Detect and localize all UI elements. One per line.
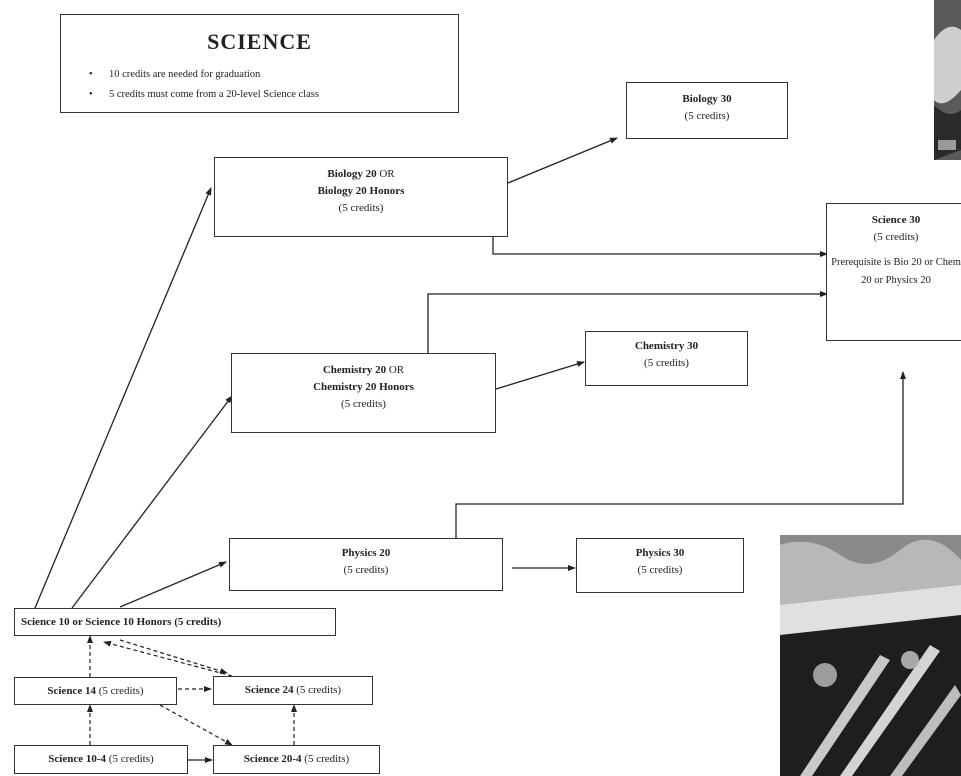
course-box-chemistry-30: Chemistry 30 (5 credits) [585, 331, 748, 386]
arrow-sci10-chem20 [71, 395, 233, 609]
course-title: Biology 30 [682, 93, 732, 105]
course-box-science-30: Science 30 (5 credits) Prerequisite is B… [826, 203, 961, 341]
course-box-biology-20: Biology 20 OR Biology 20 Honors (5 credi… [214, 157, 508, 237]
course-credits: (5 credits) [174, 616, 222, 628]
course-box-science-14: Science 14 (5 credits) [14, 677, 177, 705]
course-title: Science 30 [871, 214, 921, 226]
course-prerequisite: Prerequisite is Bio 20 or Chem 20 or Phy… [831, 257, 961, 286]
course-credits: (5 credits) [98, 685, 144, 697]
arrow-chem20-sci30 [427, 291, 828, 353]
requirement-item: 5 credits must come from a 20-level Scie… [89, 85, 458, 104]
lab-photo-bottom-right [780, 535, 961, 776]
course-credits: (5 credits) [644, 357, 689, 370]
dashed-sci24-sci10 [103, 640, 233, 677]
course-title: Science 20-4 [243, 753, 302, 765]
course-box-science-10-4: Science 10-4 (5 credits) [14, 745, 188, 774]
arrow-sci10-bio20 [34, 187, 212, 609]
course-or: OR [379, 168, 395, 180]
course-credits: (5 credits) [338, 202, 384, 215]
course-credits: (5 credits) [873, 231, 919, 244]
course-credits: (5 credits) [684, 110, 730, 123]
course-title: Biology 20 [327, 168, 377, 180]
dashed-sci10-sci24 [119, 639, 228, 674]
course-box-science-20-4: Science 20-4 (5 credits) [213, 745, 380, 774]
course-box-biology-30: Biology 30 (5 credits) [626, 82, 788, 139]
course-credits: (5 credits) [637, 564, 683, 577]
arrow-chem20-chem30 [495, 361, 585, 390]
course-credits: (5 credits) [296, 684, 342, 696]
course-title: Science 10-4 [48, 753, 107, 765]
page-title: SCIENCE [207, 29, 312, 54]
course-honors: Science 10 Honors [85, 616, 172, 628]
course-title: Science 10 [21, 616, 70, 628]
course-or: OR [388, 364, 405, 376]
course-credits: (5 credits) [304, 753, 350, 765]
course-title: Science 14 [47, 685, 96, 697]
course-credits: (5 credits) [343, 564, 389, 577]
course-box-chemistry-20: Chemistry 20 OR Chemistry 20 Honors (5 c… [231, 353, 496, 433]
course-box-science-10: Science 10 or Science 10 Honors (5 credi… [14, 608, 336, 636]
arrow-bio20-sci30 [492, 237, 828, 257]
course-box-science-24: Science 24 (5 credits) [213, 676, 373, 705]
course-or: or [72, 616, 83, 628]
course-title: Physics 20 [341, 547, 391, 559]
course-credits: (5 credits) [341, 398, 386, 411]
course-title: Chemistry 30 [634, 340, 699, 352]
course-title: Chemistry 20 [322, 364, 387, 376]
lab-photo-top-right [934, 0, 961, 160]
arrow-bio20-bio30 [507, 137, 618, 184]
course-honors: Chemistry 20 Honors [313, 381, 414, 394]
dashed-sci14-sci20-4 [159, 704, 233, 746]
arrow-sci10-phys20 [119, 561, 227, 608]
course-box-physics-20: Physics 20 (5 credits) [229, 538, 503, 591]
arrow-phys20-sci30 [455, 371, 906, 538]
requirements-list: 10 credits are needed for graduation 5 c… [89, 65, 458, 104]
course-box-physics-30: Physics 30 (5 credits) [576, 538, 744, 593]
course-title: Physics 30 [635, 547, 685, 559]
course-honors: Biology 20 Honors [317, 185, 405, 198]
requirement-item: 10 credits are needed for graduation [89, 65, 458, 84]
lab-photo-bottom-right-graphic [780, 535, 961, 776]
science-header-box: SCIENCE 10 credits are needed for gradua… [60, 14, 459, 113]
course-title: Science 24 [244, 684, 294, 696]
course-credits: (5 credits) [108, 753, 154, 765]
lab-photo-top-right-graphic [934, 0, 961, 160]
